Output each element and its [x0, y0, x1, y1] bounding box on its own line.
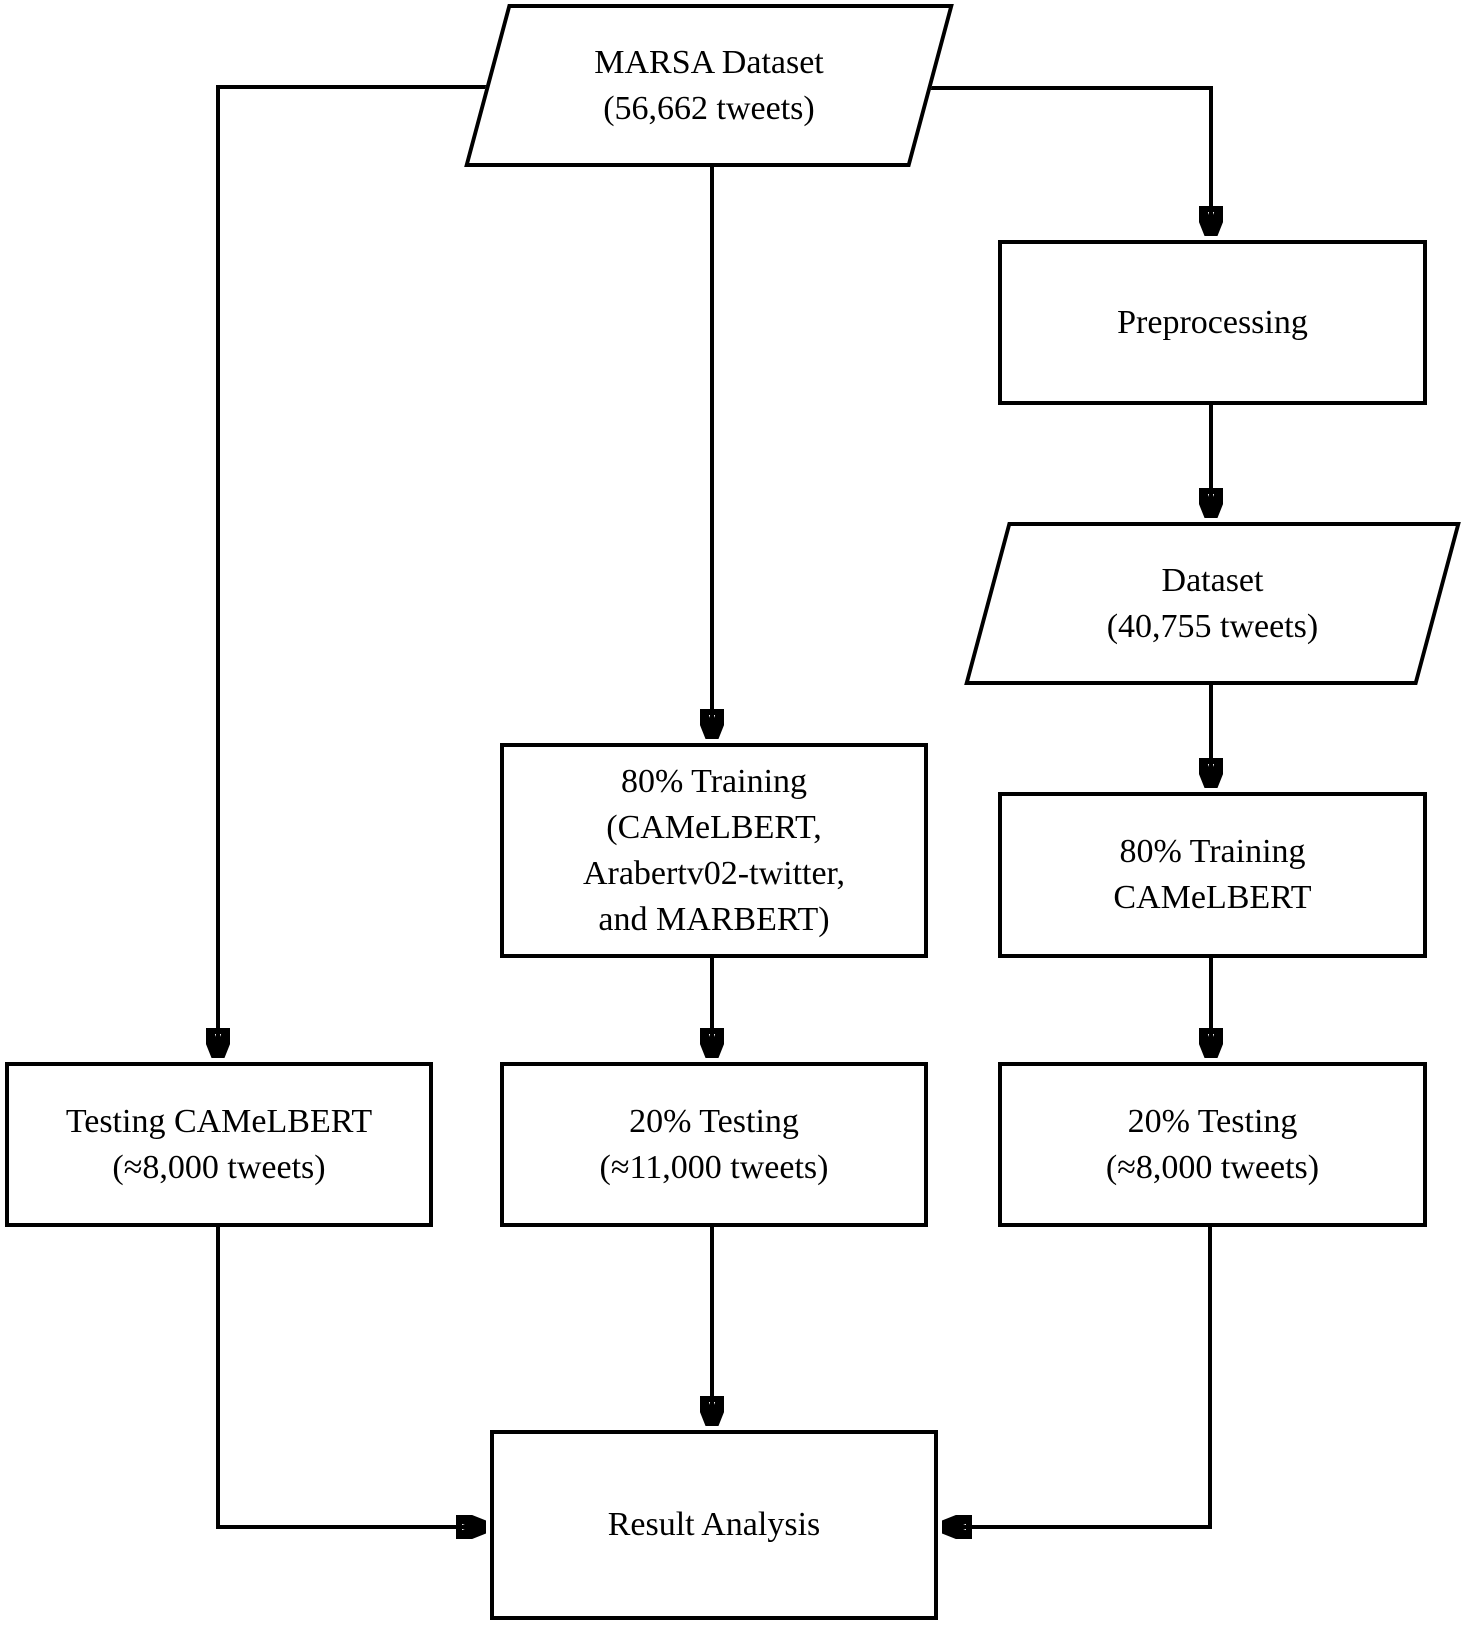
node-label-line: (≈11,000 tweets) — [599, 1148, 829, 1186]
node-training-multi: 80% Training (CAMeLBERT, Arabertv02-twit… — [500, 743, 928, 958]
edge-marsa-to-preprocessing — [931, 86, 1211, 236]
node-label-line: (≈8,000 tweets) — [1105, 1148, 1320, 1186]
node-label-line: (CAMeLBERT, — [606, 808, 822, 846]
node-label: Dataset (40,755 tweets) — [1107, 558, 1319, 650]
node-label: Result Analysis — [608, 1502, 821, 1548]
node-label-line: Dataset — [1161, 561, 1264, 599]
node-testing-8k: 20% Testing (≈8,000 tweets) — [998, 1062, 1427, 1227]
edge-testing-left-to-result — [216, 1227, 486, 1527]
node-label: 80% Training (CAMeLBERT, Arabertv02-twit… — [583, 759, 845, 943]
node-label: Preprocessing — [1117, 300, 1308, 346]
node-label-line: Result Analysis — [607, 1506, 821, 1543]
node-testing-camelbert-left: Testing CAMeLBERT (≈8,000 tweets) — [5, 1062, 433, 1227]
node-label-line: 80% Training — [1119, 833, 1306, 870]
node-label-line: (40,755 tweets) — [1106, 607, 1319, 645]
node-dataset-clean: Dataset (40,755 tweets) — [964, 522, 1461, 685]
node-label-line: (≈8,000 tweets) — [112, 1148, 326, 1186]
node-label-line: 20% Testing — [1127, 1102, 1298, 1140]
node-label: 20% Testing (≈11,000 tweets) — [600, 1099, 829, 1191]
node-label-line: CAMeLBERT — [1113, 879, 1312, 916]
node-label-line: 80% Training — [620, 762, 808, 800]
node-label-line: Testing CAMeLBERT — [65, 1102, 373, 1140]
process-rect — [500, 743, 928, 958]
node-label-line: 20% Testing — [629, 1102, 799, 1140]
node-marsa-dataset: MARSA Dataset (56,662 tweets) — [464, 4, 954, 167]
process-rect — [998, 1062, 1427, 1227]
node-label-line: Arabertv02-twitter, — [582, 854, 846, 892]
edge-testing-right-to-result — [942, 1227, 1212, 1527]
process-rect — [490, 1430, 938, 1620]
node-testing-11k: 20% Testing (≈11,000 tweets) — [500, 1062, 928, 1227]
process-rect — [500, 1062, 928, 1227]
node-label-line: MARSA Dataset — [594, 43, 824, 81]
process-rect — [998, 240, 1427, 405]
node-label: 20% Testing (≈8,000 tweets) — [1106, 1099, 1319, 1191]
process-rect — [5, 1062, 433, 1227]
node-label: MARSA Dataset (56,662 tweets) — [594, 40, 824, 132]
node-training-camelbert: 80% Training CAMeLBERT — [998, 792, 1427, 958]
node-label-line: and MARBERT) — [598, 900, 830, 938]
node-label: 80% Training CAMeLBERT — [1113, 829, 1311, 921]
edge-marsa-to-testing-left — [218, 85, 486, 1058]
node-result-analysis: Result Analysis — [490, 1430, 938, 1620]
process-rect — [998, 792, 1427, 958]
node-preprocessing: Preprocessing — [998, 240, 1427, 405]
node-label-line: Preprocessing — [1117, 303, 1308, 341]
node-label-line: (56,662 tweets) — [603, 89, 815, 127]
node-label: Testing CAMeLBERT (≈8,000 tweets) — [66, 1099, 372, 1191]
